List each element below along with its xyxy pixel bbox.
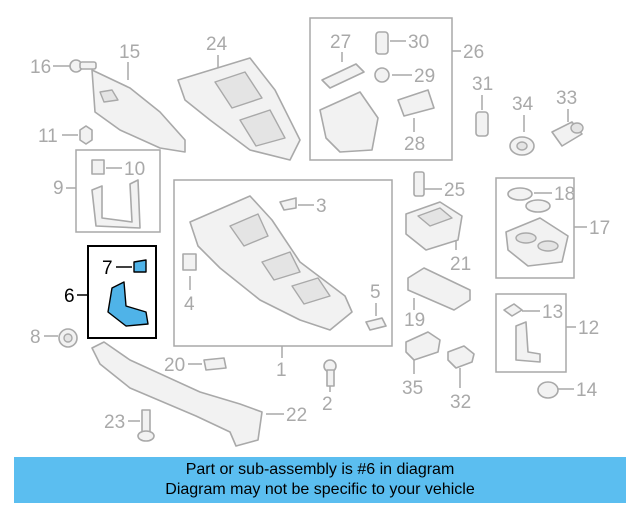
- part-17-group: 17 18: [495, 177, 610, 279]
- part-26-group: 26 27 30 29 28: [309, 17, 484, 161]
- part-19-armrest: 19: [404, 267, 471, 331]
- part-12-group: 12 13: [495, 293, 599, 373]
- part-25-screw: 25: [413, 171, 465, 201]
- part-16-bolt: 16: [30, 57, 97, 78]
- callout-3: 3: [316, 196, 327, 217]
- callout-23: 23: [104, 412, 125, 433]
- callout-7: 7: [102, 258, 113, 279]
- part-24-console-top: 24: [177, 34, 301, 161]
- callout-10: 10: [124, 159, 145, 180]
- callout-18: 18: [554, 184, 575, 205]
- callout-35: 35: [402, 378, 423, 399]
- part-2-bolt: 2: [322, 359, 337, 415]
- callout-25: 25: [444, 180, 465, 201]
- part-34-socket: 34: [509, 94, 535, 156]
- callout-29: 29: [414, 66, 435, 87]
- part-8-grommet: 8: [30, 327, 78, 348]
- part-21-tray: 21: [405, 201, 471, 275]
- callout-4: 4: [184, 294, 195, 315]
- callout-5: 5: [370, 282, 381, 303]
- banner-line-1: Part or sub-assembly is #6 in diagram: [185, 461, 455, 478]
- callout-31: 31: [472, 74, 493, 95]
- part-11-nut: 11: [38, 125, 93, 147]
- part-33-lighter: 33: [551, 88, 584, 147]
- callout-22: 22: [286, 405, 307, 426]
- callout-33: 33: [556, 88, 577, 109]
- parts-diagram: 16 15 11 24 26 27 30 29: [30, 17, 610, 447]
- part-14-nut: 14: [537, 380, 598, 401]
- callout-27: 27: [330, 32, 351, 53]
- callout-15: 15: [119, 42, 140, 63]
- part-23-bolt: 23: [104, 409, 155, 442]
- part-35-bracket: 35: [402, 331, 441, 399]
- callout-16: 16: [30, 57, 51, 78]
- part-31-clip: 31: [472, 74, 493, 137]
- callout-9: 9: [53, 178, 64, 199]
- callout-21: 21: [450, 254, 471, 275]
- callout-11: 11: [38, 126, 58, 147]
- callout-20: 20: [164, 355, 185, 376]
- callout-34: 34: [512, 94, 534, 115]
- callout-1: 1: [276, 360, 287, 381]
- part-6-highlighted: 6 7: [64, 245, 157, 339]
- callout-19: 19: [404, 310, 425, 331]
- callout-17: 17: [589, 218, 610, 239]
- part-32-cover: 32: [447, 345, 475, 413]
- part-22-bracket: 22: [91, 341, 307, 447]
- part-15-side-trim: 15: [91, 42, 186, 153]
- callout-30: 30: [408, 32, 429, 53]
- part-1-main-console: 1 4 3 5: [173, 179, 393, 381]
- callout-32: 32: [450, 392, 471, 413]
- callout-14: 14: [576, 380, 598, 401]
- callout-24: 24: [206, 34, 228, 55]
- callout-12: 12: [578, 318, 599, 339]
- callout-2: 2: [322, 394, 333, 415]
- part-9-group: 9 10: [53, 149, 161, 233]
- banner-line-2: Diagram may not be specific to your vehi…: [165, 481, 475, 498]
- callout-13: 13: [542, 302, 563, 323]
- callout-26: 26: [463, 42, 484, 63]
- info-banner: Part or sub-assembly is #6 in diagram Di…: [14, 457, 626, 503]
- callout-6: 6: [64, 286, 75, 307]
- callout-8: 8: [30, 327, 41, 348]
- part-20-clip: 20: [164, 355, 227, 376]
- callout-28: 28: [404, 134, 425, 155]
